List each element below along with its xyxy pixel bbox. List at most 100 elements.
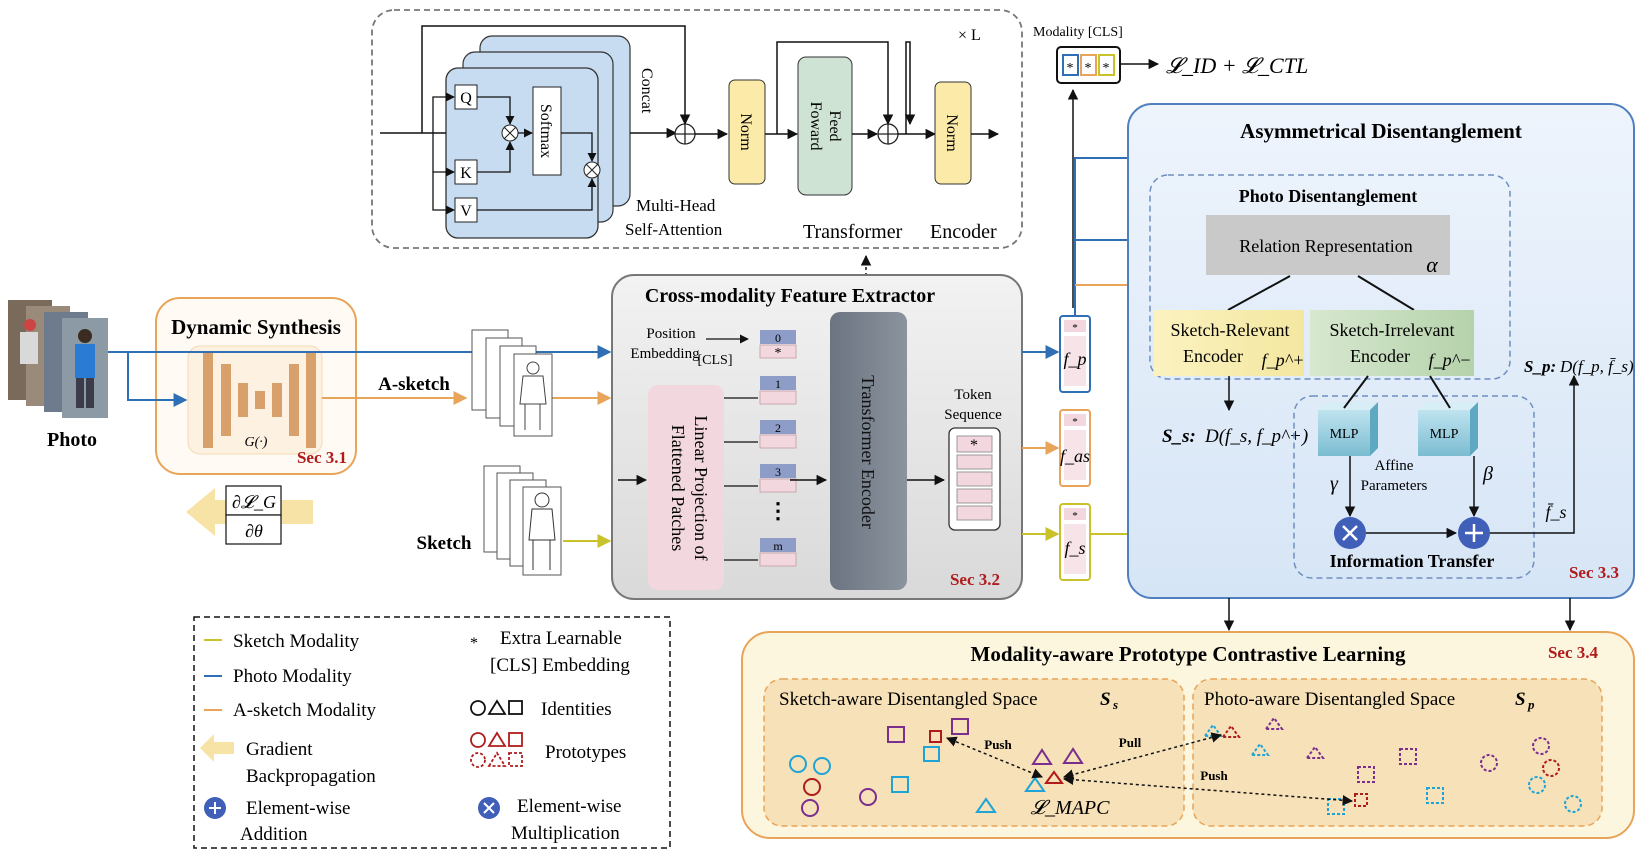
legend: Sketch Modality Photo Modality A-sketch … — [193, 616, 671, 849]
feed-label-2: Foward — [807, 102, 824, 151]
photo-dis-title: Photo Disentanglement — [1239, 186, 1418, 206]
repeat-label: × L — [958, 27, 981, 44]
token-index-label: 3 — [775, 465, 781, 479]
token-seq-line2: Sequence — [944, 407, 1002, 423]
svg-text:p: p — [1527, 697, 1535, 712]
position-token — [760, 538, 796, 552]
legend-add-2: Addition — [240, 824, 308, 845]
svg-text:S: S — [1100, 689, 1111, 710]
patch-token — [759, 344, 797, 359]
svg-text:*: * — [970, 437, 978, 454]
gamma-label: γ — [1330, 473, 1339, 495]
dynamic-synthesis-title: Dynamic Synthesis — [171, 315, 341, 339]
encoder-caption-a: Transformer — [803, 221, 903, 243]
multi-head-line1: Multi-Head — [636, 196, 716, 215]
irrelevant-f: f_p^− — [1429, 350, 1472, 370]
mlp-left: MLP — [1330, 427, 1359, 442]
patch-token — [759, 552, 797, 567]
generator-label: G(·) — [245, 435, 268, 450]
sec-3-3: Sec 3.3 — [1569, 563, 1619, 582]
grad-top: ∂𝓛_G — [232, 492, 276, 512]
norm-label-1: Norm — [737, 113, 754, 151]
irrelevant-line2: Encoder — [1350, 346, 1410, 366]
svg-text:*: * — [1085, 61, 1092, 76]
fas-label: f_as — [1060, 446, 1090, 466]
position-token — [760, 464, 796, 478]
token-index-label: 1 — [775, 377, 781, 391]
cls-star: * — [775, 346, 782, 361]
push-label-1: Push — [984, 737, 1012, 752]
sp-formula: D(f_p, f̄_s) — [1559, 357, 1634, 376]
patch-token — [759, 434, 797, 449]
svg-text:*: * — [1072, 510, 1078, 522]
relevant-line1: Sketch-Relevant — [1171, 320, 1290, 340]
sec-3-4: Sec 3.4 — [1548, 643, 1599, 662]
svg-text:⋮: ⋮ — [767, 498, 789, 523]
alpha-label: α — [1426, 252, 1438, 277]
irrelevant-line1: Sketch-Irrelevant — [1330, 320, 1455, 340]
a-sketch-images — [471, 329, 553, 437]
sp-label: S_p: — [1524, 357, 1556, 376]
sketch-label: Sketch — [417, 533, 472, 554]
photo-input: Photo — [8, 300, 108, 451]
a-sketch-label: A-sketch — [378, 374, 450, 395]
svg-text:*: * — [1072, 322, 1078, 334]
fp-label: f_p — [1063, 349, 1086, 369]
feed-label-1: Feed — [826, 110, 843, 141]
id-ctl-loss: 𝓛_ID + 𝓛_CTL — [1166, 53, 1308, 78]
legend-extra-1: Extra Learnable — [500, 628, 622, 649]
legend-add-1: Element-wise — [246, 798, 350, 819]
token-index-label: 0 — [775, 331, 781, 345]
transformer-encoder-panel: Q K V Softmax Concat Norm Feed — [371, 9, 1023, 249]
position-token — [760, 376, 796, 390]
relevant-f: f_p^+ — [1262, 350, 1305, 370]
asymmetrical-disentanglement-panel: Asymmetrical Disentanglement Photo Disen… — [1127, 103, 1635, 599]
pull-label: Pull — [1119, 735, 1142, 750]
affine-line2: Parameters — [1361, 478, 1428, 494]
legend-photo: Photo Modality — [233, 666, 352, 687]
svg-text:S: S — [1515, 689, 1526, 710]
legend-gradient-1: Gradient — [246, 739, 313, 760]
legend-mult-2: Multiplication — [511, 823, 620, 844]
legend-gradient-2: Backpropagation — [246, 766, 376, 787]
norm-label-2: Norm — [943, 114, 960, 152]
ss-label: S_s: — [1162, 426, 1196, 447]
legend-mult-1: Element-wise — [517, 796, 621, 817]
position-line2: Embedding — [630, 346, 700, 362]
fbar-label: f̄_s — [1545, 502, 1566, 522]
legend-prototypes: Prototypes — [545, 742, 626, 763]
token-index-label: m — [773, 539, 783, 553]
modality-cls-label: Modality [CLS] — [1033, 25, 1123, 40]
gradient-backprop: ∂𝓛_G ∂θ — [186, 485, 313, 545]
extractor-title: Cross-modality Feature Extractor — [645, 285, 935, 307]
legend-sketch: Sketch Modality — [233, 631, 360, 652]
feature-extractor-panel: Cross-modality Feature Extractor Positio… — [611, 274, 1023, 600]
svg-text:*: * — [470, 635, 478, 652]
fs-label: f_s — [1064, 538, 1085, 558]
mlp-right: MLP — [1430, 427, 1459, 442]
sec-3-2: Sec 3.2 — [950, 570, 1000, 589]
dynamic-synthesis-panel: Dynamic Synthesis G(·) Sec 3.1 — [155, 297, 357, 475]
info-transfer-label: Information Transfer — [1330, 551, 1495, 571]
token-seq-line1: Token — [954, 387, 992, 403]
relation-label: Relation Representation — [1239, 236, 1412, 256]
asym-title: Asymmetrical Disentanglement — [1240, 119, 1522, 143]
svg-text:*: * — [1103, 61, 1110, 76]
push-label-2: Push — [1200, 768, 1228, 783]
modality-cls-block: Modality [CLS] * * * 𝓛_ID + 𝓛_CTL — [1033, 25, 1308, 308]
affine-line1: Affine — [1375, 458, 1414, 474]
svg-text:s: s — [1112, 697, 1118, 712]
legend-extra-2: [CLS] Embedding — [490, 655, 630, 676]
beta-label: β — [1482, 463, 1493, 485]
cls-label: [CLS] — [698, 353, 733, 368]
relevant-line2: Encoder — [1183, 346, 1243, 366]
sketch-images: Sketch — [417, 465, 562, 576]
patch-token — [759, 390, 797, 405]
concat-label: Concat — [638, 68, 655, 114]
mapc-title: Modality-aware Prototype Contrastive Lea… — [971, 642, 1406, 666]
linear-line1: Linear Projection of — [691, 416, 711, 561]
v-label: V — [460, 203, 472, 220]
photo-label: Photo — [47, 429, 97, 451]
position-token — [760, 420, 796, 434]
ss-formula: D(f_s, f_p^+) — [1204, 426, 1308, 447]
